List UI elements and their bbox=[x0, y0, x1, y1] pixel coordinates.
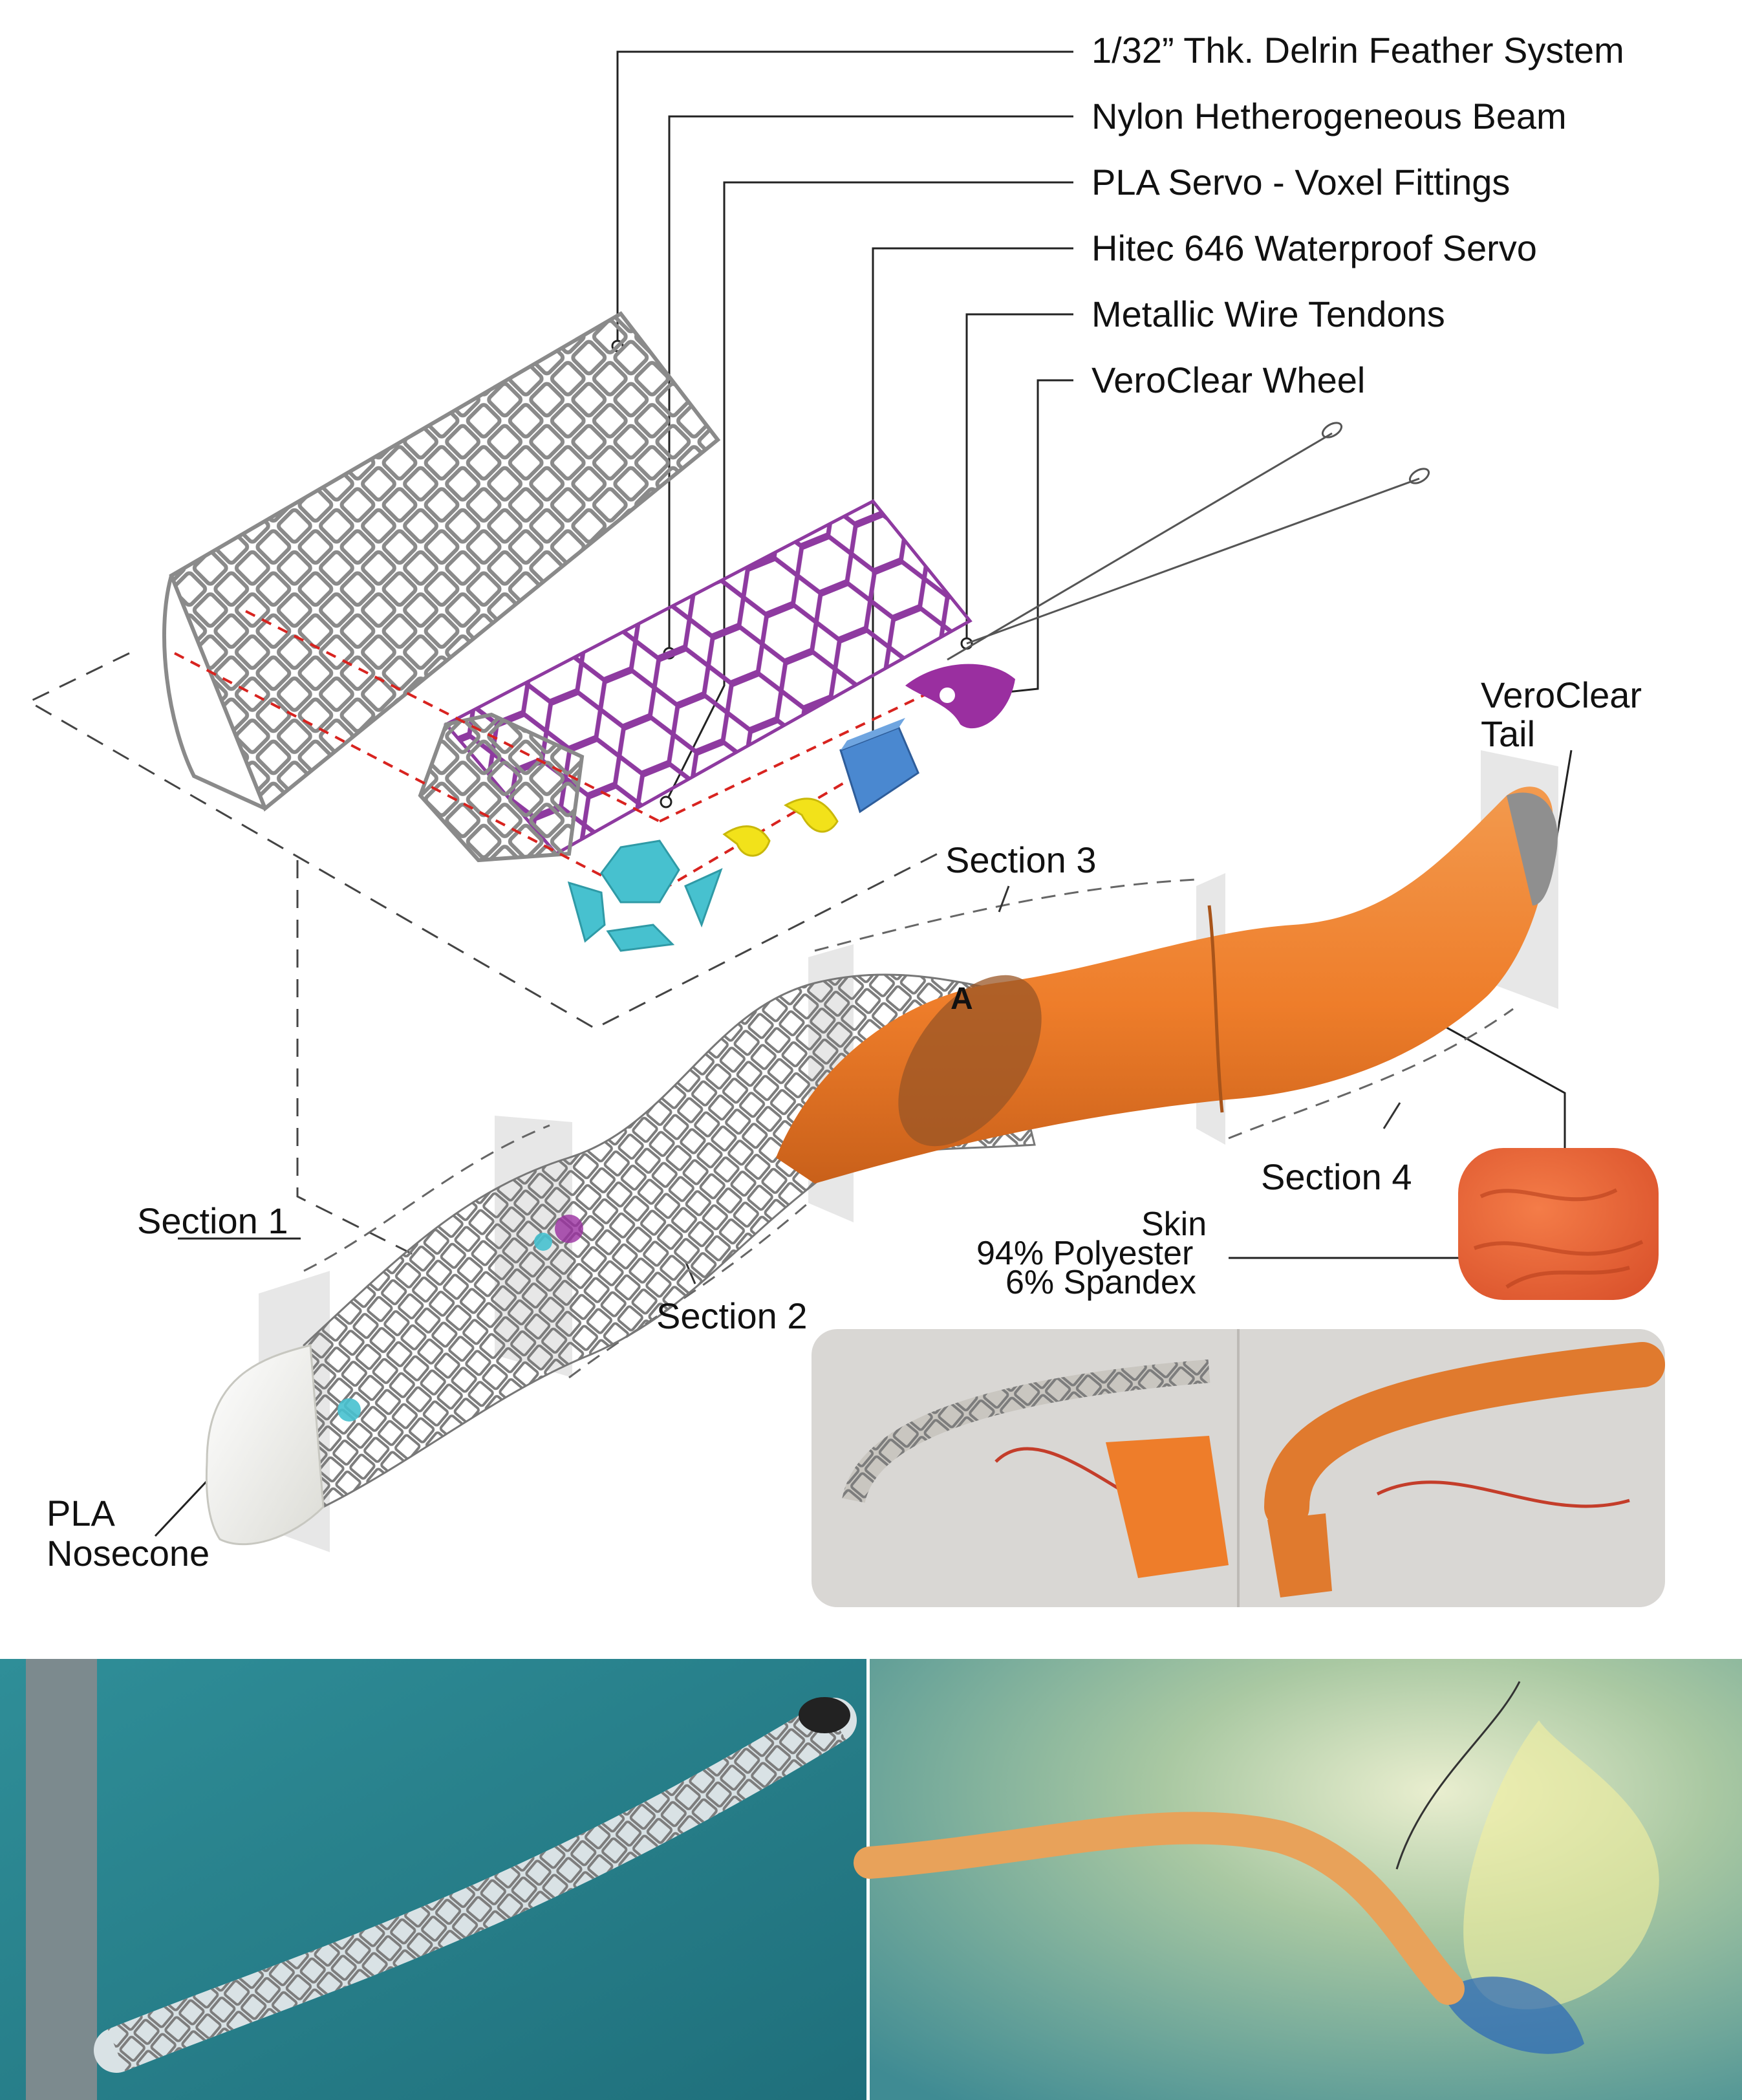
callout-hitec-servo: Hitec 646 Waterproof Servo bbox=[1091, 228, 1537, 268]
section-2-label: Section 2 bbox=[656, 1295, 808, 1336]
section-1-label: Section 1 bbox=[137, 1200, 288, 1241]
callout-wire-tendons: Metallic Wire Tendons bbox=[1091, 294, 1445, 334]
section-arcs bbox=[303, 878, 1514, 1379]
section-4-label: Section 4 bbox=[1261, 1156, 1412, 1197]
nose-plates bbox=[567, 839, 723, 952]
nose-label-line1: PLA bbox=[47, 1493, 115, 1533]
callout-leaders bbox=[154, 50, 1573, 1537]
pla-nosecone bbox=[205, 1344, 325, 1546]
skin-swatch bbox=[1458, 1148, 1659, 1300]
delrin-feather-tube bbox=[162, 311, 721, 812]
tail-label-line1: VeroClear bbox=[1481, 675, 1642, 715]
skin-label-line2: 94% Polyester bbox=[976, 1235, 1194, 1272]
callout-veroclear-wheel: VeroClear Wheel bbox=[1091, 360, 1366, 400]
veroclear-wheel bbox=[905, 664, 1015, 729]
section-3-label: Section 3 bbox=[945, 839, 1097, 880]
tail-label-line2: Tail bbox=[1481, 713, 1536, 754]
callout-pla-fittings: PLA Servo - Voxel Fittings bbox=[1091, 162, 1511, 202]
orange-skin bbox=[776, 786, 1558, 1184]
hitec-servo bbox=[839, 718, 919, 814]
inset-photos bbox=[812, 1329, 1665, 1607]
skin-label-line1: Skin bbox=[1141, 1206, 1207, 1243]
callout-nylon-beam: Nylon Hetherogeneous Beam bbox=[1091, 96, 1567, 136]
skin-label-line3: 6% Spandex bbox=[1005, 1264, 1196, 1301]
pool-photo-right bbox=[854, 1659, 1742, 2100]
pla-servo-fittings bbox=[722, 797, 839, 857]
metallic-wire-tendons bbox=[947, 422, 1430, 661]
marker-a: A bbox=[951, 982, 973, 1016]
pool-photo-left bbox=[0, 1659, 866, 2100]
ground-plane bbox=[27, 652, 938, 1256]
nose-label-line2: Nosecone bbox=[47, 1533, 210, 1574]
nylon-beam bbox=[418, 499, 973, 863]
callout-delrin: 1/32” Thk. Delrin Feather System bbox=[1091, 30, 1624, 70]
